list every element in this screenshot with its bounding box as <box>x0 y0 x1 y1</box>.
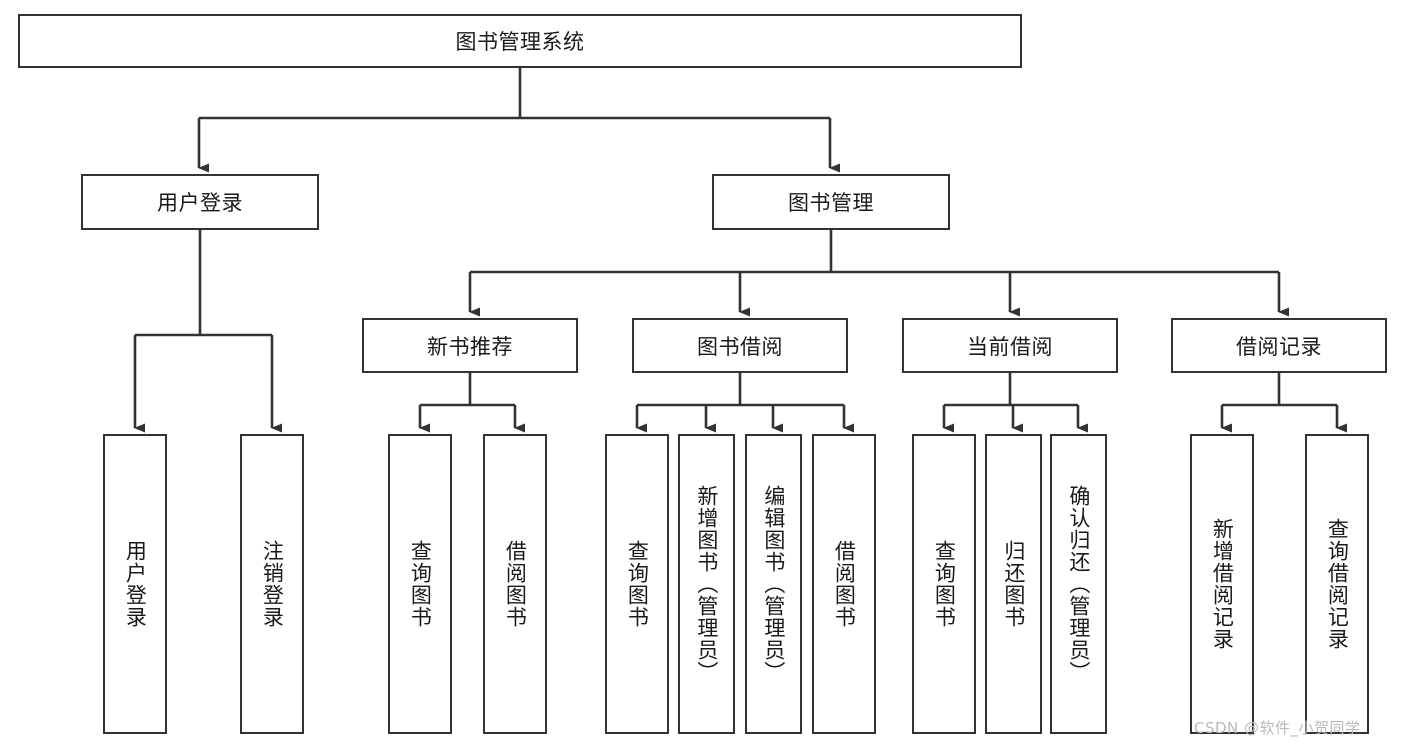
node-leaf-query-book-current[interactable]: 查询图书 <box>912 434 976 734</box>
node-leaf-query-book-borrow-label: 查询图书 <box>625 540 650 628</box>
node-leaf-user-login[interactable]: 用户登录 <box>103 434 167 734</box>
node-book-management[interactable]: 图书管理 <box>712 174 950 230</box>
node-borrow-record-label: 借阅记录 <box>1236 334 1322 359</box>
node-leaf-borrow-book-label: 借阅图书 <box>832 540 857 628</box>
node-current-borrow-label: 当前借阅 <box>967 334 1053 359</box>
node-leaf-add-borrow-record-label: 新增借阅记录 <box>1210 518 1235 650</box>
node-borrow-record[interactable]: 借阅记录 <box>1171 318 1387 373</box>
node-root-label: 图书管理系统 <box>455 30 585 54</box>
node-leaf-add-book-admin[interactable]: 新增图书（管理员） <box>678 434 735 734</box>
node-leaf-borrow-book-rec-label: 借阅图书 <box>503 540 528 628</box>
node-leaf-query-borrow-record[interactable]: 查询借阅记录 <box>1305 434 1369 734</box>
node-leaf-query-book-rec-label: 查询图书 <box>408 540 433 628</box>
node-book-borrow-label: 图书借阅 <box>697 334 783 359</box>
node-leaf-query-book-borrow[interactable]: 查询图书 <box>605 434 669 734</box>
node-leaf-logout[interactable]: 注销登录 <box>240 434 304 734</box>
node-leaf-user-login-label: 用户登录 <box>123 540 148 628</box>
node-leaf-borrow-book[interactable]: 借阅图书 <box>812 434 876 734</box>
watermark: CSDN @软件_小贺同学 <box>1194 719 1361 737</box>
node-leaf-query-book-current-label: 查询图书 <box>932 540 957 628</box>
node-leaf-return-book-label: 归还图书 <box>1001 540 1026 628</box>
node-leaf-add-borrow-record[interactable]: 新增借阅记录 <box>1190 434 1254 734</box>
node-book-management-label: 图书管理 <box>788 191 874 215</box>
node-new-book-recommend-label: 新书推荐 <box>427 334 513 359</box>
node-book-borrow[interactable]: 图书借阅 <box>632 318 848 373</box>
node-leaf-borrow-book-rec[interactable]: 借阅图书 <box>483 434 547 734</box>
node-user-login-label: 用户登录 <box>157 191 243 215</box>
node-leaf-add-book-admin-label: 新增图书（管理员） <box>694 485 719 683</box>
node-leaf-query-borrow-record-label: 查询借阅记录 <box>1325 518 1350 650</box>
node-user-login[interactable]: 用户登录 <box>81 174 319 230</box>
node-current-borrow[interactable]: 当前借阅 <box>902 318 1118 373</box>
node-leaf-edit-book-admin[interactable]: 编辑图书（管理员） <box>745 434 802 734</box>
node-leaf-edit-book-admin-label: 编辑图书（管理员） <box>761 485 786 683</box>
node-new-book-recommend[interactable]: 新书推荐 <box>362 318 578 373</box>
node-leaf-confirm-return-admin-label: 确认归还（管理员） <box>1066 485 1091 683</box>
node-root[interactable]: 图书管理系统 <box>18 14 1022 68</box>
node-leaf-query-book-rec[interactable]: 查询图书 <box>388 434 452 734</box>
node-leaf-return-book[interactable]: 归还图书 <box>985 434 1042 734</box>
node-leaf-confirm-return-admin[interactable]: 确认归还（管理员） <box>1050 434 1107 734</box>
node-leaf-logout-label: 注销登录 <box>260 540 285 628</box>
